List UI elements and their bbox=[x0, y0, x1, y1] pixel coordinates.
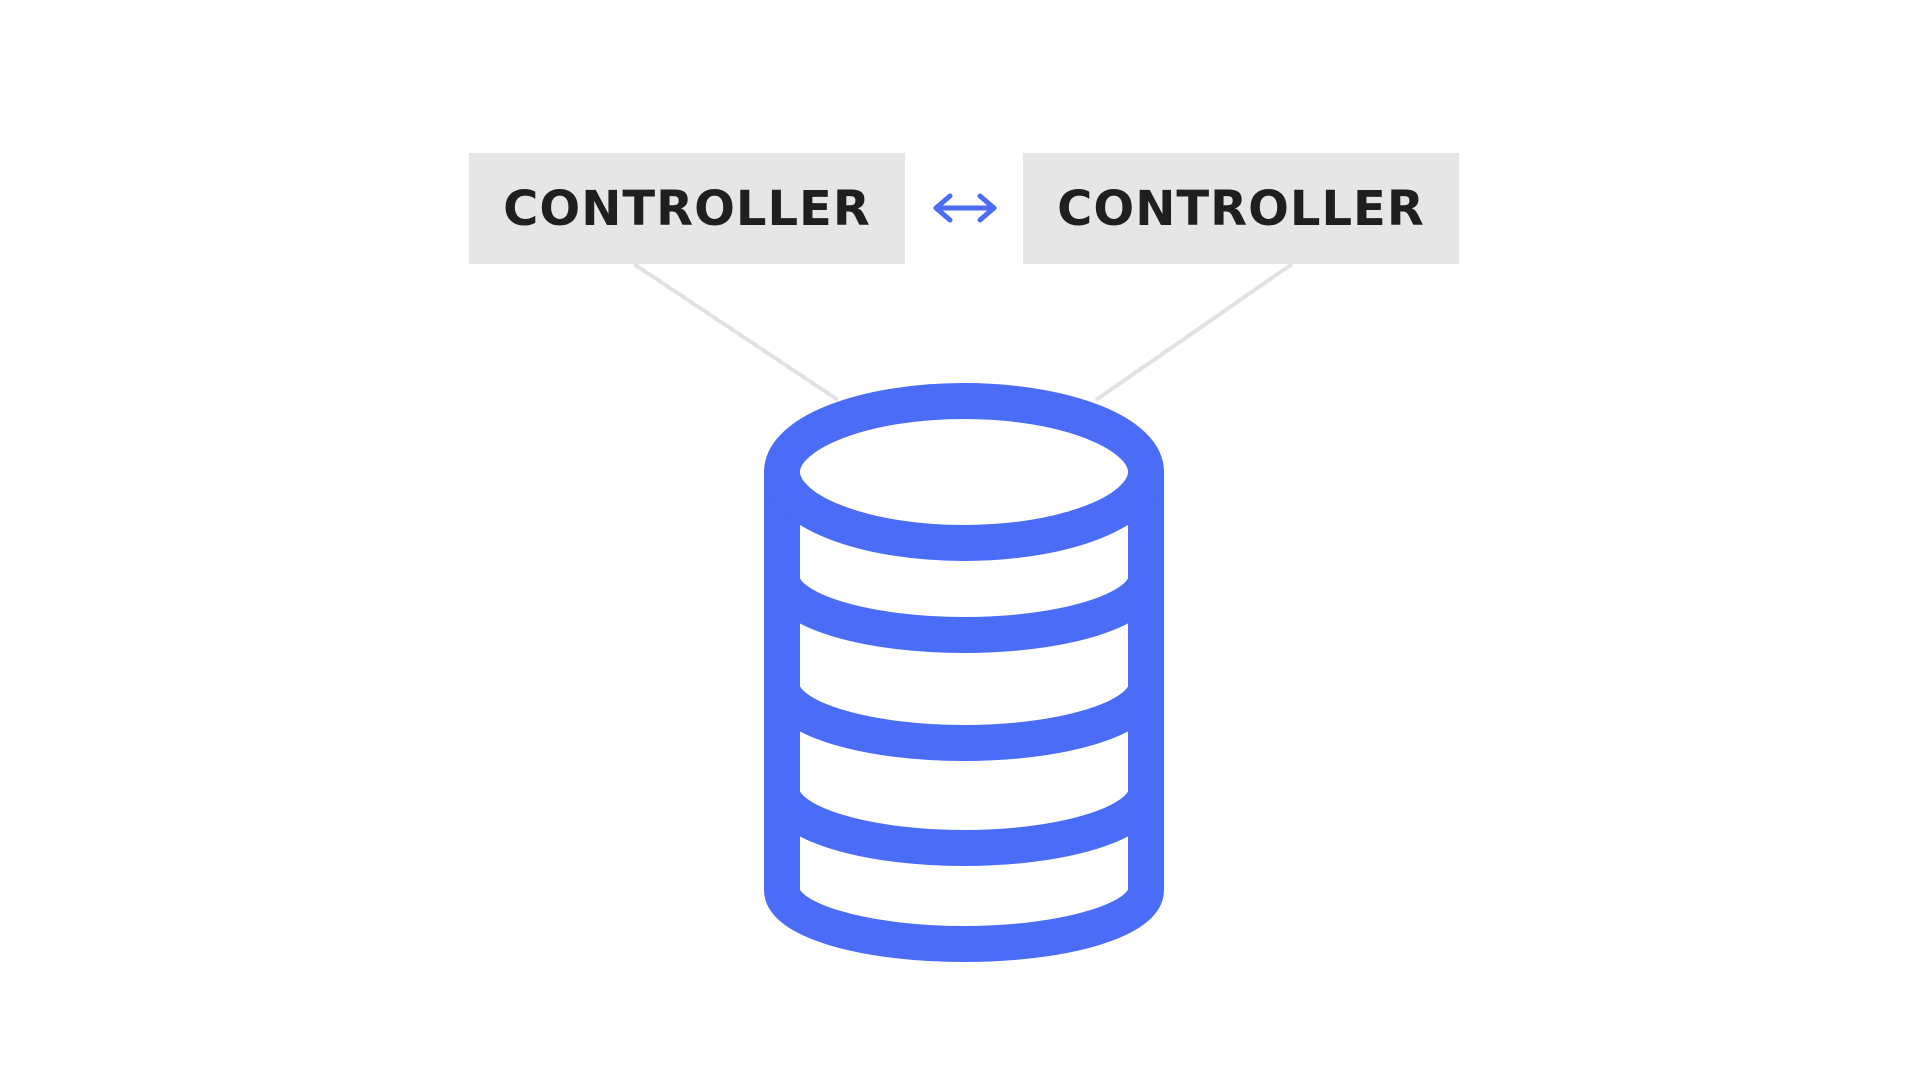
connector-right bbox=[1094, 262, 1294, 402]
bidirectional-arrow-icon bbox=[933, 193, 997, 223]
connector-left bbox=[632, 262, 840, 402]
controller-label-right: CONTROLLER bbox=[1057, 180, 1425, 237]
controller-box-left: CONTROLLER bbox=[469, 153, 905, 264]
controller-box-right: CONTROLLER bbox=[1023, 153, 1459, 264]
controller-label-left: CONTROLLER bbox=[503, 180, 871, 237]
